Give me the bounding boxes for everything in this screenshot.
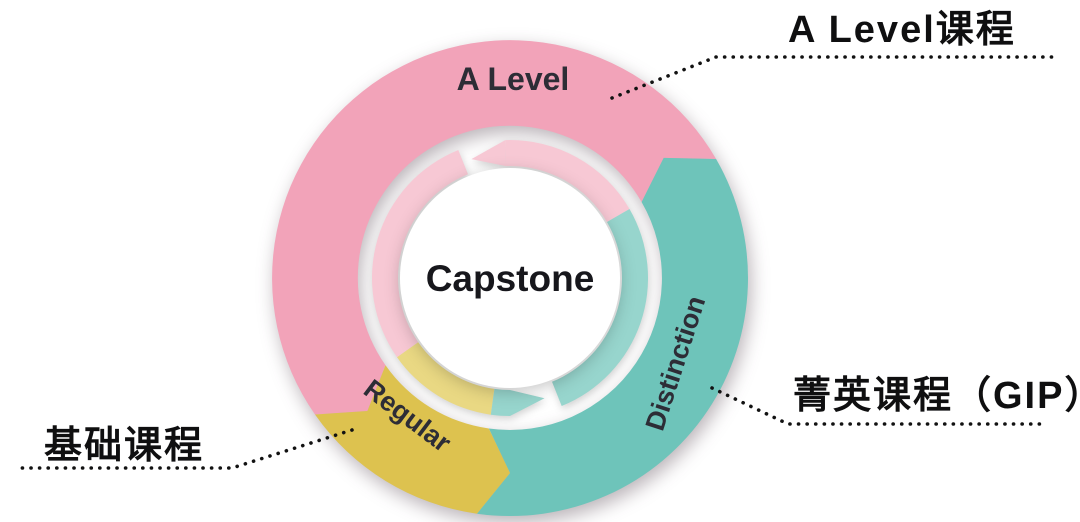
callout-line-a-level — [610, 55, 1060, 100]
segment-label-a-level: A Level — [457, 61, 570, 97]
inner-arc-a-level-1 — [505, 140, 630, 222]
inner-arrowhead-a-level — [471, 140, 507, 167]
callout-label-foundation: 基础课程 — [44, 425, 204, 467]
inner-arrowhead-distinction — [510, 390, 545, 416]
center-label: Capstone — [426, 258, 595, 299]
callout-gip: 菁英课程（GIP） — [710, 375, 1080, 426]
center-circle — [400, 168, 620, 388]
inner-arrow-ring — [371, 140, 649, 417]
segment-regular — [315, 365, 510, 514]
segment-a-level — [272, 40, 717, 415]
callout-label-gip: 菁英课程（GIP） — [793, 375, 1080, 417]
inner-arc-distinction-2 — [552, 209, 649, 406]
callout-foundation: 基础课程 — [12, 425, 354, 470]
callout-label-a-level: A Level课程 — [788, 9, 1016, 51]
inner-arc-regular — [397, 342, 495, 415]
inner-arc-distinction-1 — [490, 388, 510, 417]
donut-ring — [272, 40, 748, 517]
callout-a-level: A Level课程 — [610, 9, 1060, 100]
inner-arc-a-level-2 — [371, 150, 468, 358]
callout-line-foundation — [12, 428, 354, 470]
segment-distinction — [476, 157, 748, 517]
